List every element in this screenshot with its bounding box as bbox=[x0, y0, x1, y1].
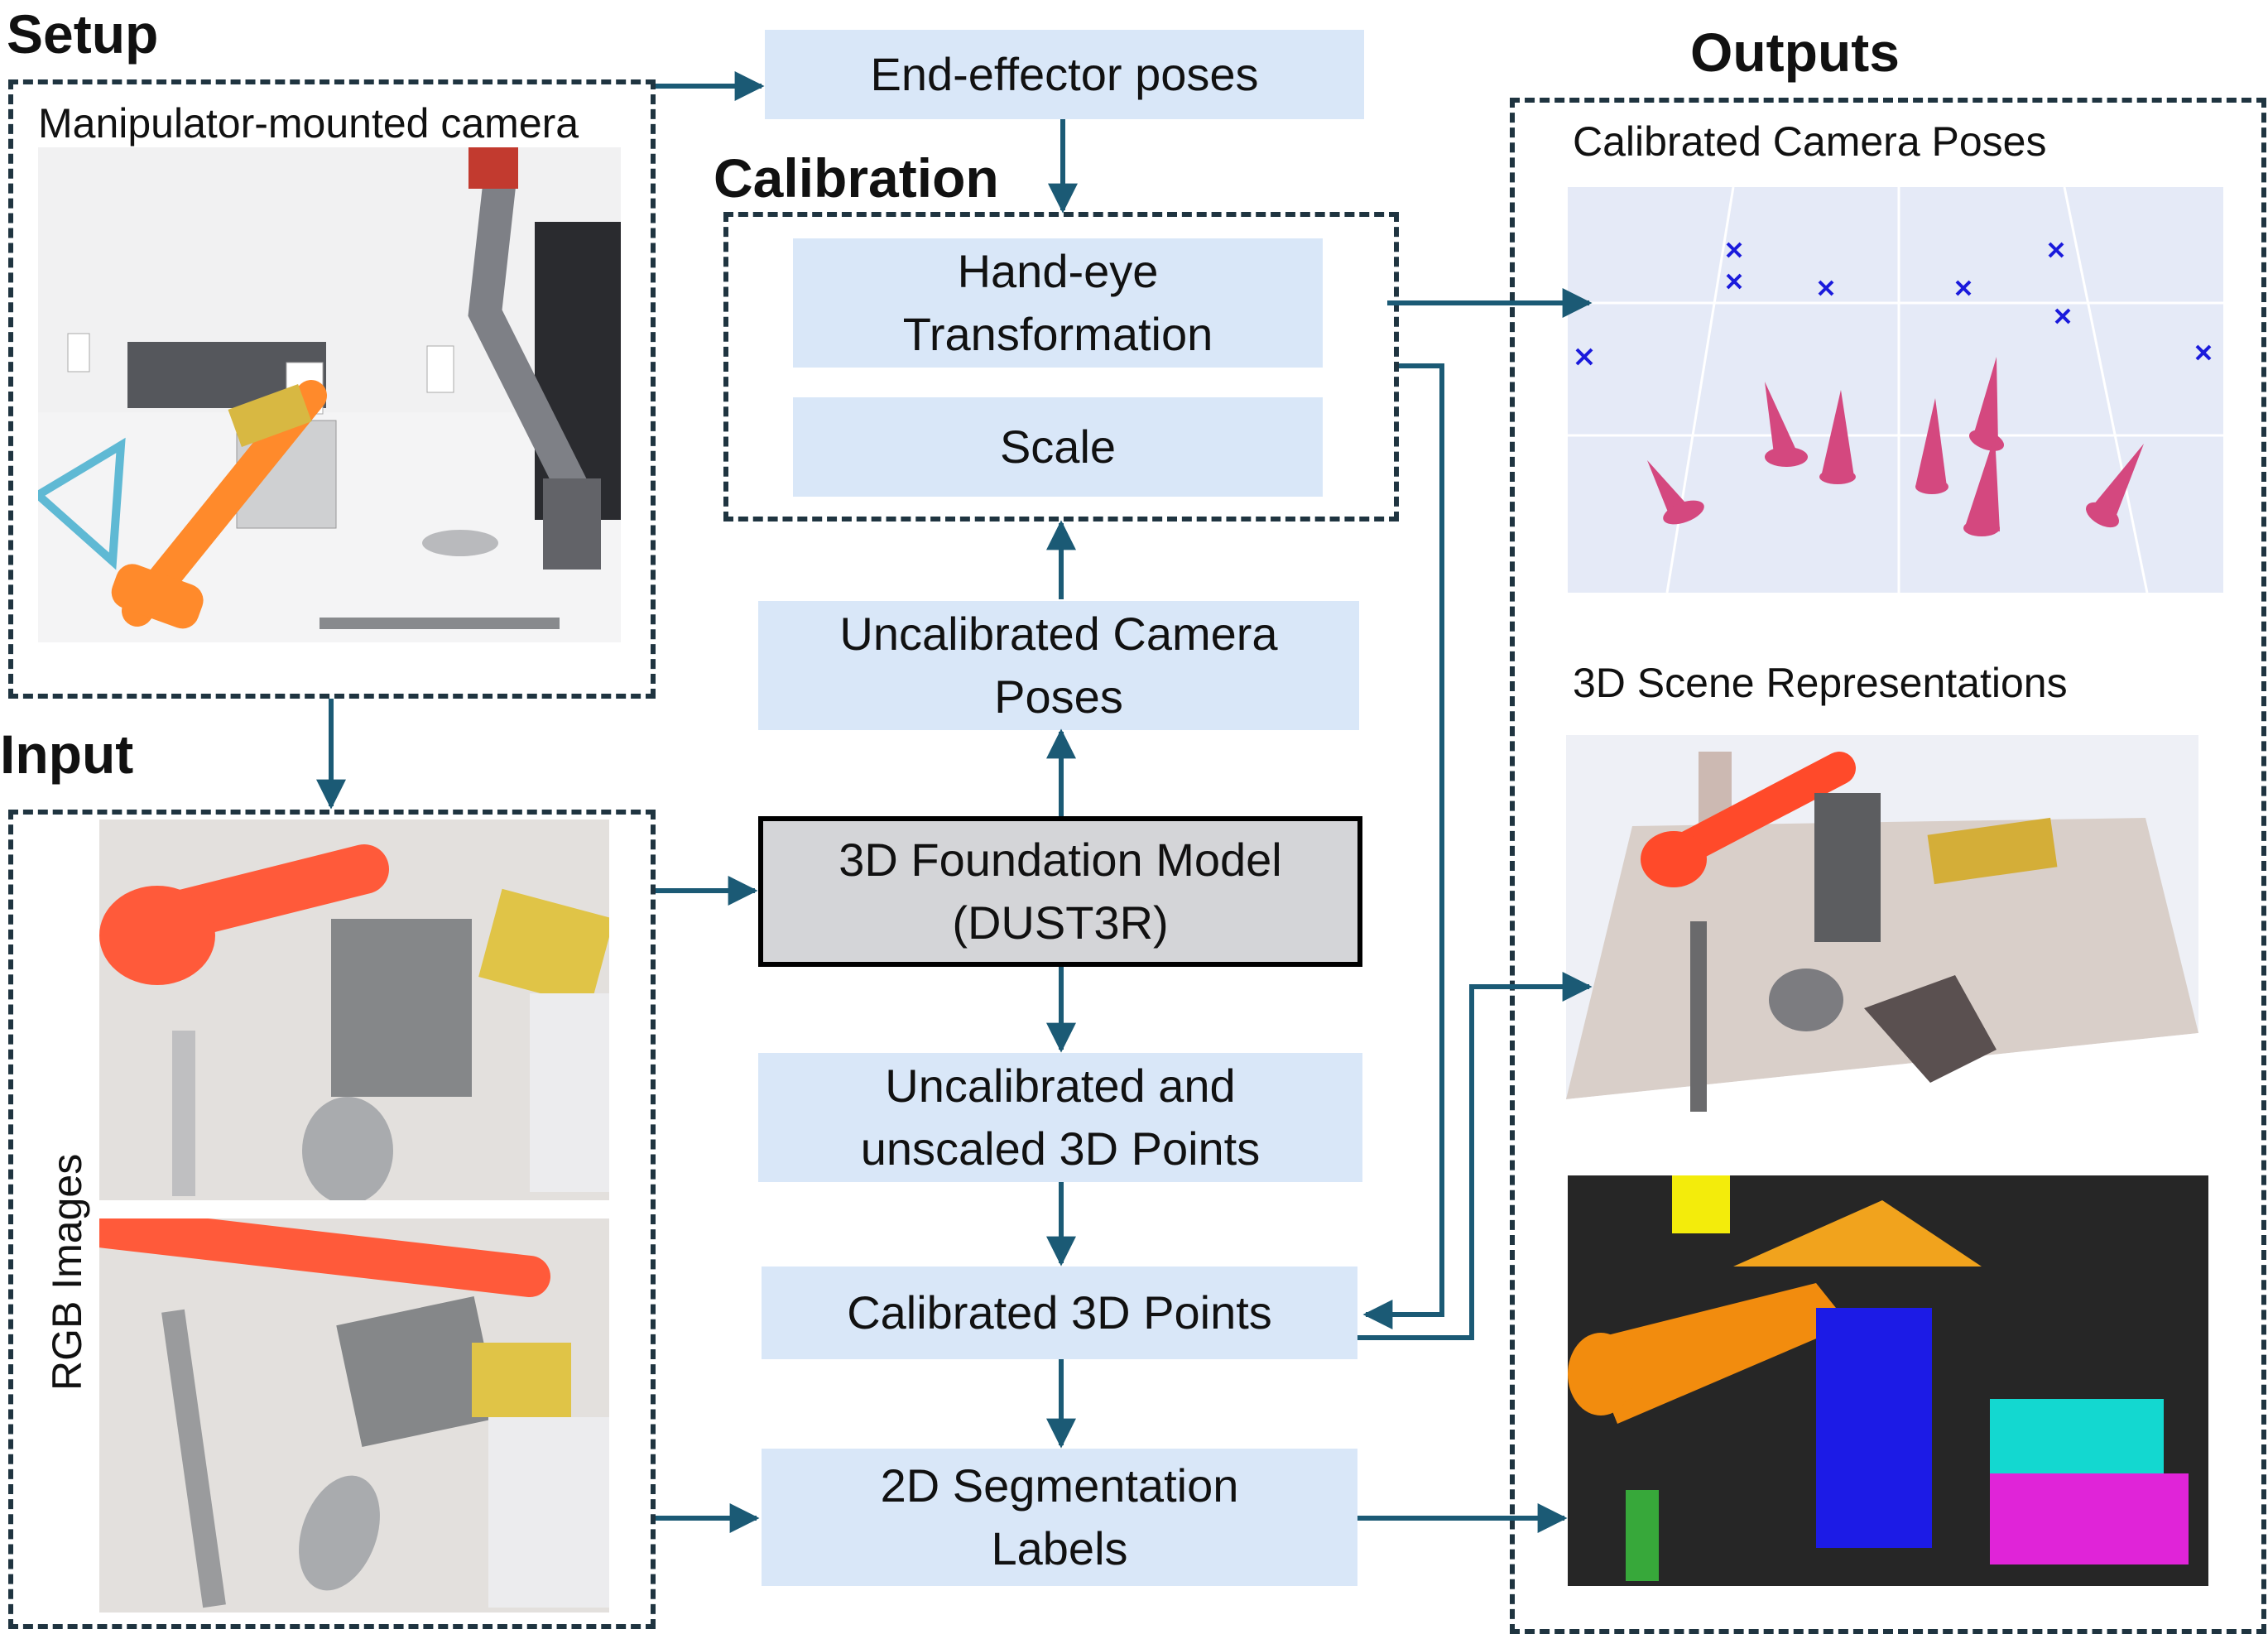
pose-markers bbox=[1575, 242, 2212, 366]
calibration-title: Calibration bbox=[714, 147, 999, 209]
hand-eye-box: Hand-eye Transformation bbox=[793, 238, 1323, 368]
input-title: Input bbox=[0, 723, 134, 785]
end-effector-box: End-effector poses bbox=[765, 30, 1364, 119]
segmentation-line2: Labels bbox=[991, 1522, 1128, 1574]
uncalibrated-poses-line2: Poses bbox=[994, 670, 1123, 723]
segmentation-line1: 2D Segmentation bbox=[880, 1459, 1239, 1512]
foundation-model-line2: (DUST3R) bbox=[952, 896, 1169, 949]
uncalibrated-points-line1: Uncalibrated and bbox=[885, 1060, 1236, 1113]
rgb-image-1 bbox=[99, 820, 609, 1200]
scale-box: Scale bbox=[793, 397, 1323, 497]
setup-photo bbox=[38, 147, 621, 642]
uncalibrated-points-line2: unscaled 3D Points bbox=[860, 1122, 1261, 1175]
calibrated-poses-caption: Calibrated Camera Poses bbox=[1573, 118, 2047, 165]
scale-label: Scale bbox=[999, 421, 1117, 473]
scene-pointcloud-rgb bbox=[1566, 735, 2198, 1132]
uncalibrated-poses-box: Uncalibrated Camera Poses bbox=[758, 601, 1359, 730]
input-frame bbox=[8, 810, 656, 1629]
scene-caption: 3D Scene Representations bbox=[1573, 660, 2068, 706]
arrow-calibration-to-calpoints bbox=[1362, 363, 1444, 1329]
setup-caption: Manipulator-mounted camera bbox=[38, 100, 579, 147]
foundation-model-box: 3D Foundation Model (DUST3R) bbox=[758, 816, 1362, 967]
setup-title: Setup bbox=[7, 3, 159, 65]
outputs-frame bbox=[1510, 98, 2266, 1634]
end-effector-label: End-effector poses bbox=[870, 48, 1259, 101]
rgb-image-2 bbox=[99, 1218, 609, 1613]
arrow-calpoints-to-scene bbox=[1357, 972, 1593, 1340]
calibrated-points-label: Calibrated 3D Points bbox=[847, 1286, 1272, 1339]
uncalibrated-points-box: Uncalibrated and unscaled 3D Points bbox=[758, 1053, 1362, 1182]
uncalibrated-poses-line1: Uncalibrated Camera bbox=[839, 608, 1278, 661]
foundation-model-line1: 3D Foundation Model bbox=[838, 834, 1282, 887]
hand-eye-line2: Transformation bbox=[902, 308, 1213, 360]
outputs-title: Outputs bbox=[1690, 22, 1900, 83]
setup-frame bbox=[8, 79, 656, 699]
calibrated-points-box: Calibrated 3D Points bbox=[762, 1266, 1357, 1359]
scene-pointcloud-segmented bbox=[1568, 1175, 2208, 1586]
hand-eye-line1: Hand-eye bbox=[957, 245, 1159, 298]
calibration-frame bbox=[723, 212, 1399, 522]
segmentation-box: 2D Segmentation Labels bbox=[762, 1449, 1357, 1586]
camera-poses-plot bbox=[1568, 187, 2223, 593]
